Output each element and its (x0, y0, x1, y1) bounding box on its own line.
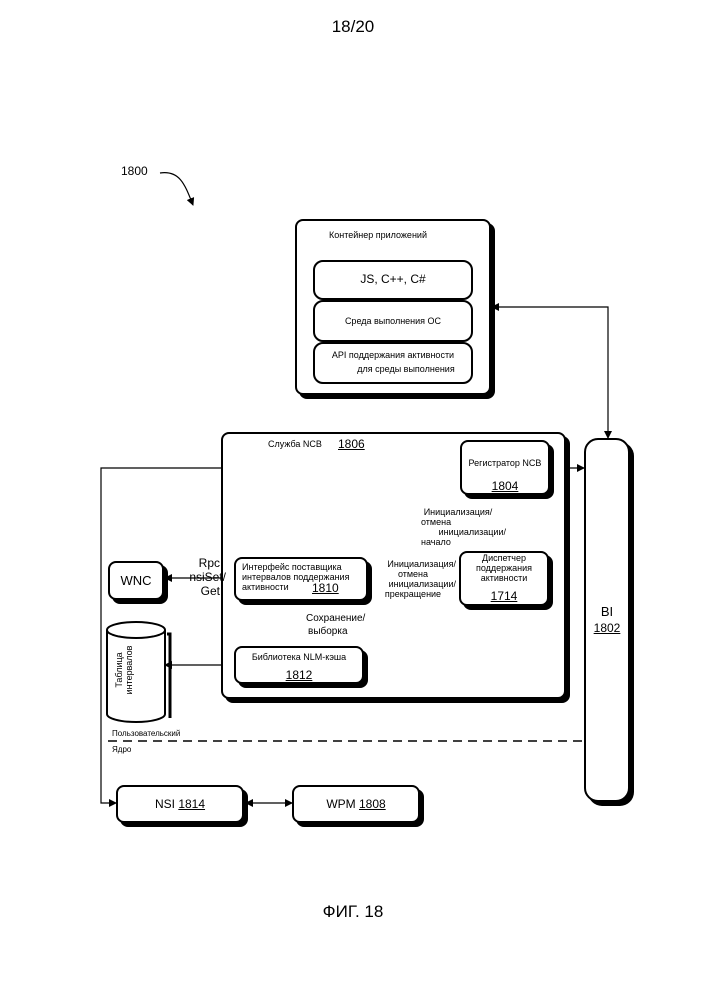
label-init-stop-2: отмена (370, 569, 456, 579)
wpm-content: WPM 1808 (294, 797, 418, 811)
wnc-box: WNC (108, 561, 164, 600)
runtime-label: Среда выполнения ОС (315, 316, 471, 326)
api-label-line1: API поддержания активности (315, 350, 471, 360)
provider-line2: интервалов поддержания (242, 572, 366, 582)
registrar-ref: 1804 (462, 479, 548, 493)
label-rpc-2: nsiSet/ (176, 570, 226, 584)
dispatcher-line3: активности (461, 573, 547, 583)
nsi-ref: 1814 (178, 797, 205, 811)
ref-1800-pointer (160, 173, 193, 205)
nsi-box: NSI 1814 (116, 785, 244, 823)
api-box: API поддержания активности для среды вып… (313, 342, 473, 384)
wpm-ref: 1808 (359, 797, 386, 811)
interval-table-line1: Таблица (114, 630, 124, 710)
wpm-box: WPM 1808 (292, 785, 420, 823)
label-init-stop-3: инициализации/ (370, 579, 456, 589)
langs-box: JS, C++, C# (313, 260, 473, 300)
label-rpc-3: Get (176, 584, 226, 598)
label-init-start-2: отмена (410, 517, 506, 527)
wpm-label: WPM (326, 797, 355, 811)
label-init-start-4: начало (410, 537, 506, 547)
arrow-container-bi (492, 307, 608, 438)
dispatcher-box: Диспетчер поддержания активности 1714 (459, 551, 549, 606)
label-save-fetch-1: Сохранение/ (306, 612, 365, 625)
label-save-fetch-2: выборка (306, 625, 365, 638)
ncb-service-title: Служба NCB (268, 439, 322, 449)
registrar-label: Регистратор NCB (462, 458, 548, 468)
provider-line1: Интерфейс поставщика (242, 562, 366, 572)
langs-label: JS, C++, C# (315, 272, 471, 286)
bi-box: BI 1802 (584, 438, 630, 802)
interval-provider-box: Интерфейс поставщика интервалов поддержа… (234, 557, 368, 601)
label-init-stop-1: Инициализация/ (370, 559, 456, 569)
bi-ref: 1802 (586, 621, 628, 635)
dispatcher-ref: 1714 (461, 589, 547, 603)
runtime-box: Среда выполнения ОС (313, 300, 473, 342)
api-label-line2: для среды выполнения (341, 364, 471, 374)
label-init-stop-4: прекращение (370, 589, 456, 599)
ncb-service-ref: 1806 (338, 437, 365, 451)
app-container-title: Контейнер приложений (329, 230, 427, 240)
nsi-label: NSI (155, 797, 175, 811)
label-save-fetch: Сохранение/ выборка (306, 612, 365, 638)
bi-label: BI (586, 604, 628, 619)
label-init-stop: Инициализация/ отмена инициализации/ пре… (370, 559, 456, 599)
provider-line3: активности (242, 582, 366, 592)
provider-ref: 1810 (312, 581, 339, 595)
nlm-library-box: Библиотека NLM-кэша 1812 (234, 646, 364, 684)
label-init-start-3: инициализации/ (410, 527, 506, 537)
dispatcher-line2: поддержания (461, 563, 547, 573)
interval-table-label: Таблица интервалов (114, 630, 144, 710)
dispatcher-line1: Диспетчер (461, 553, 547, 563)
label-user-mode: Пользовательский (112, 729, 180, 738)
label-init-start: Инициализация/ отмена инициализации/ нач… (410, 507, 506, 547)
registrar-box: Регистратор NCB 1804 (460, 440, 550, 495)
label-kernel-mode: Ядро (112, 745, 131, 754)
wnc-label: WNC (110, 573, 162, 588)
nlm-library-label: Библиотека NLM-кэша (236, 652, 362, 662)
interval-table-line2: интервалов (124, 630, 134, 710)
label-rpc: Rpc nsiSet/ Get (176, 556, 226, 598)
nsi-content: NSI 1814 (118, 797, 242, 811)
label-rpc-1: Rpc (176, 556, 226, 570)
label-init-start-1: Инициализация/ (410, 507, 506, 517)
nlm-library-ref: 1812 (236, 668, 362, 682)
